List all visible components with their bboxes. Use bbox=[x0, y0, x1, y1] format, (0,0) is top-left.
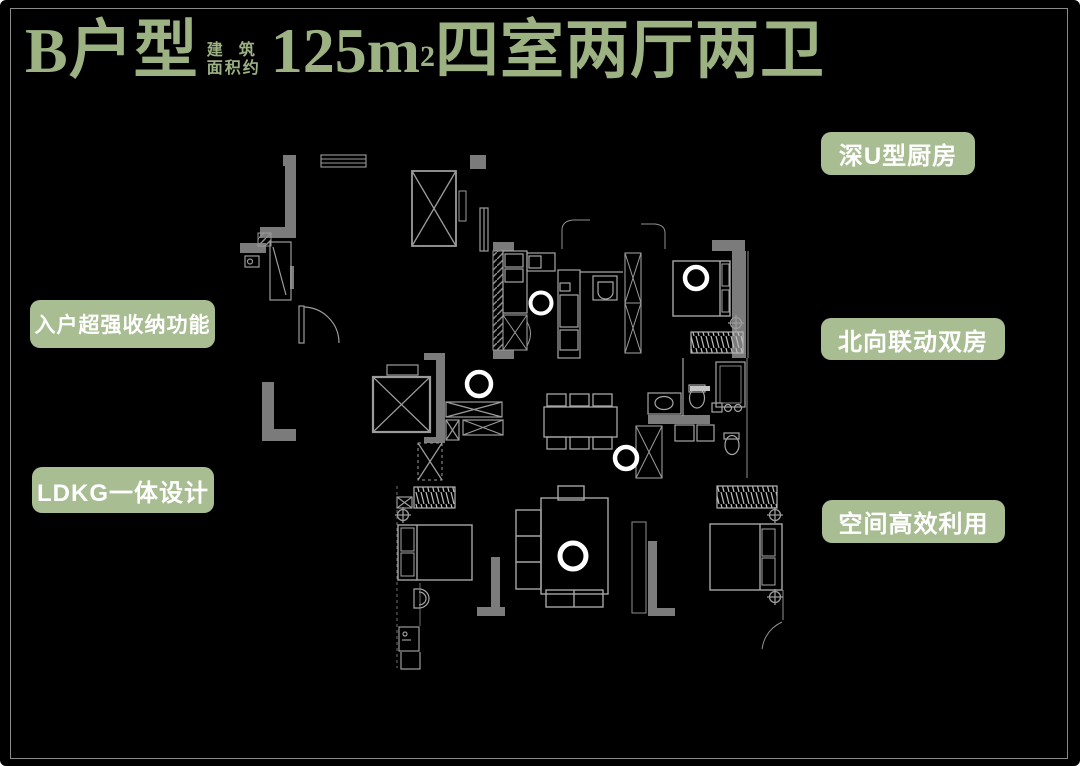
shaft-boxes bbox=[371, 170, 663, 481]
bed-top-right bbox=[672, 260, 731, 317]
ceiling-light-markers bbox=[464, 264, 710, 572]
hallway-storage-cabinets bbox=[386, 364, 504, 441]
feature-badge-deep-u-kitchen: 深U型厨房 bbox=[821, 132, 975, 175]
area-note: 建 筑 面积约 bbox=[207, 42, 261, 79]
unit-type-label: B户型 bbox=[25, 15, 199, 86]
entry-door-and-cabinet bbox=[244, 207, 489, 344]
utility-fixture bbox=[398, 626, 421, 670]
bathroom-fixtures bbox=[413, 358, 746, 609]
vent-grill bbox=[320, 154, 367, 168]
structural-walls bbox=[240, 155, 746, 616]
area-note-line1: 建 筑 bbox=[206, 41, 261, 59]
area-value: 125m bbox=[270, 15, 421, 86]
sofa-and-tv-stand bbox=[515, 485, 609, 608]
feature-badge-space-efficiency: 空间高效利用 bbox=[822, 500, 1005, 543]
feature-badge-north-linked-rooms: 北向联动双房 bbox=[821, 318, 1005, 360]
thin-wall-lines bbox=[396, 219, 784, 668]
bed-bottom-right bbox=[709, 523, 783, 591]
fitting-target-symbols bbox=[395, 315, 783, 605]
hatched-walls bbox=[257, 232, 504, 351]
rooms-label: 四室两厅两卫 bbox=[435, 15, 826, 86]
page-title: B户型 建 筑 面积约 125m 2 四室两厅两卫 bbox=[25, 15, 826, 86]
feature-badge-entry-storage: 入户超强收纳功能 bbox=[30, 300, 215, 348]
dining-table-set bbox=[543, 393, 618, 450]
bed-bottom-left bbox=[397, 524, 473, 581]
area-note-line2: 面积约 bbox=[206, 60, 261, 78]
kitchen-counters bbox=[502, 250, 623, 359]
wardrobe-racks bbox=[396, 331, 778, 509]
feature-badge-ldkg-design: LDKG一体设计 bbox=[32, 467, 214, 513]
